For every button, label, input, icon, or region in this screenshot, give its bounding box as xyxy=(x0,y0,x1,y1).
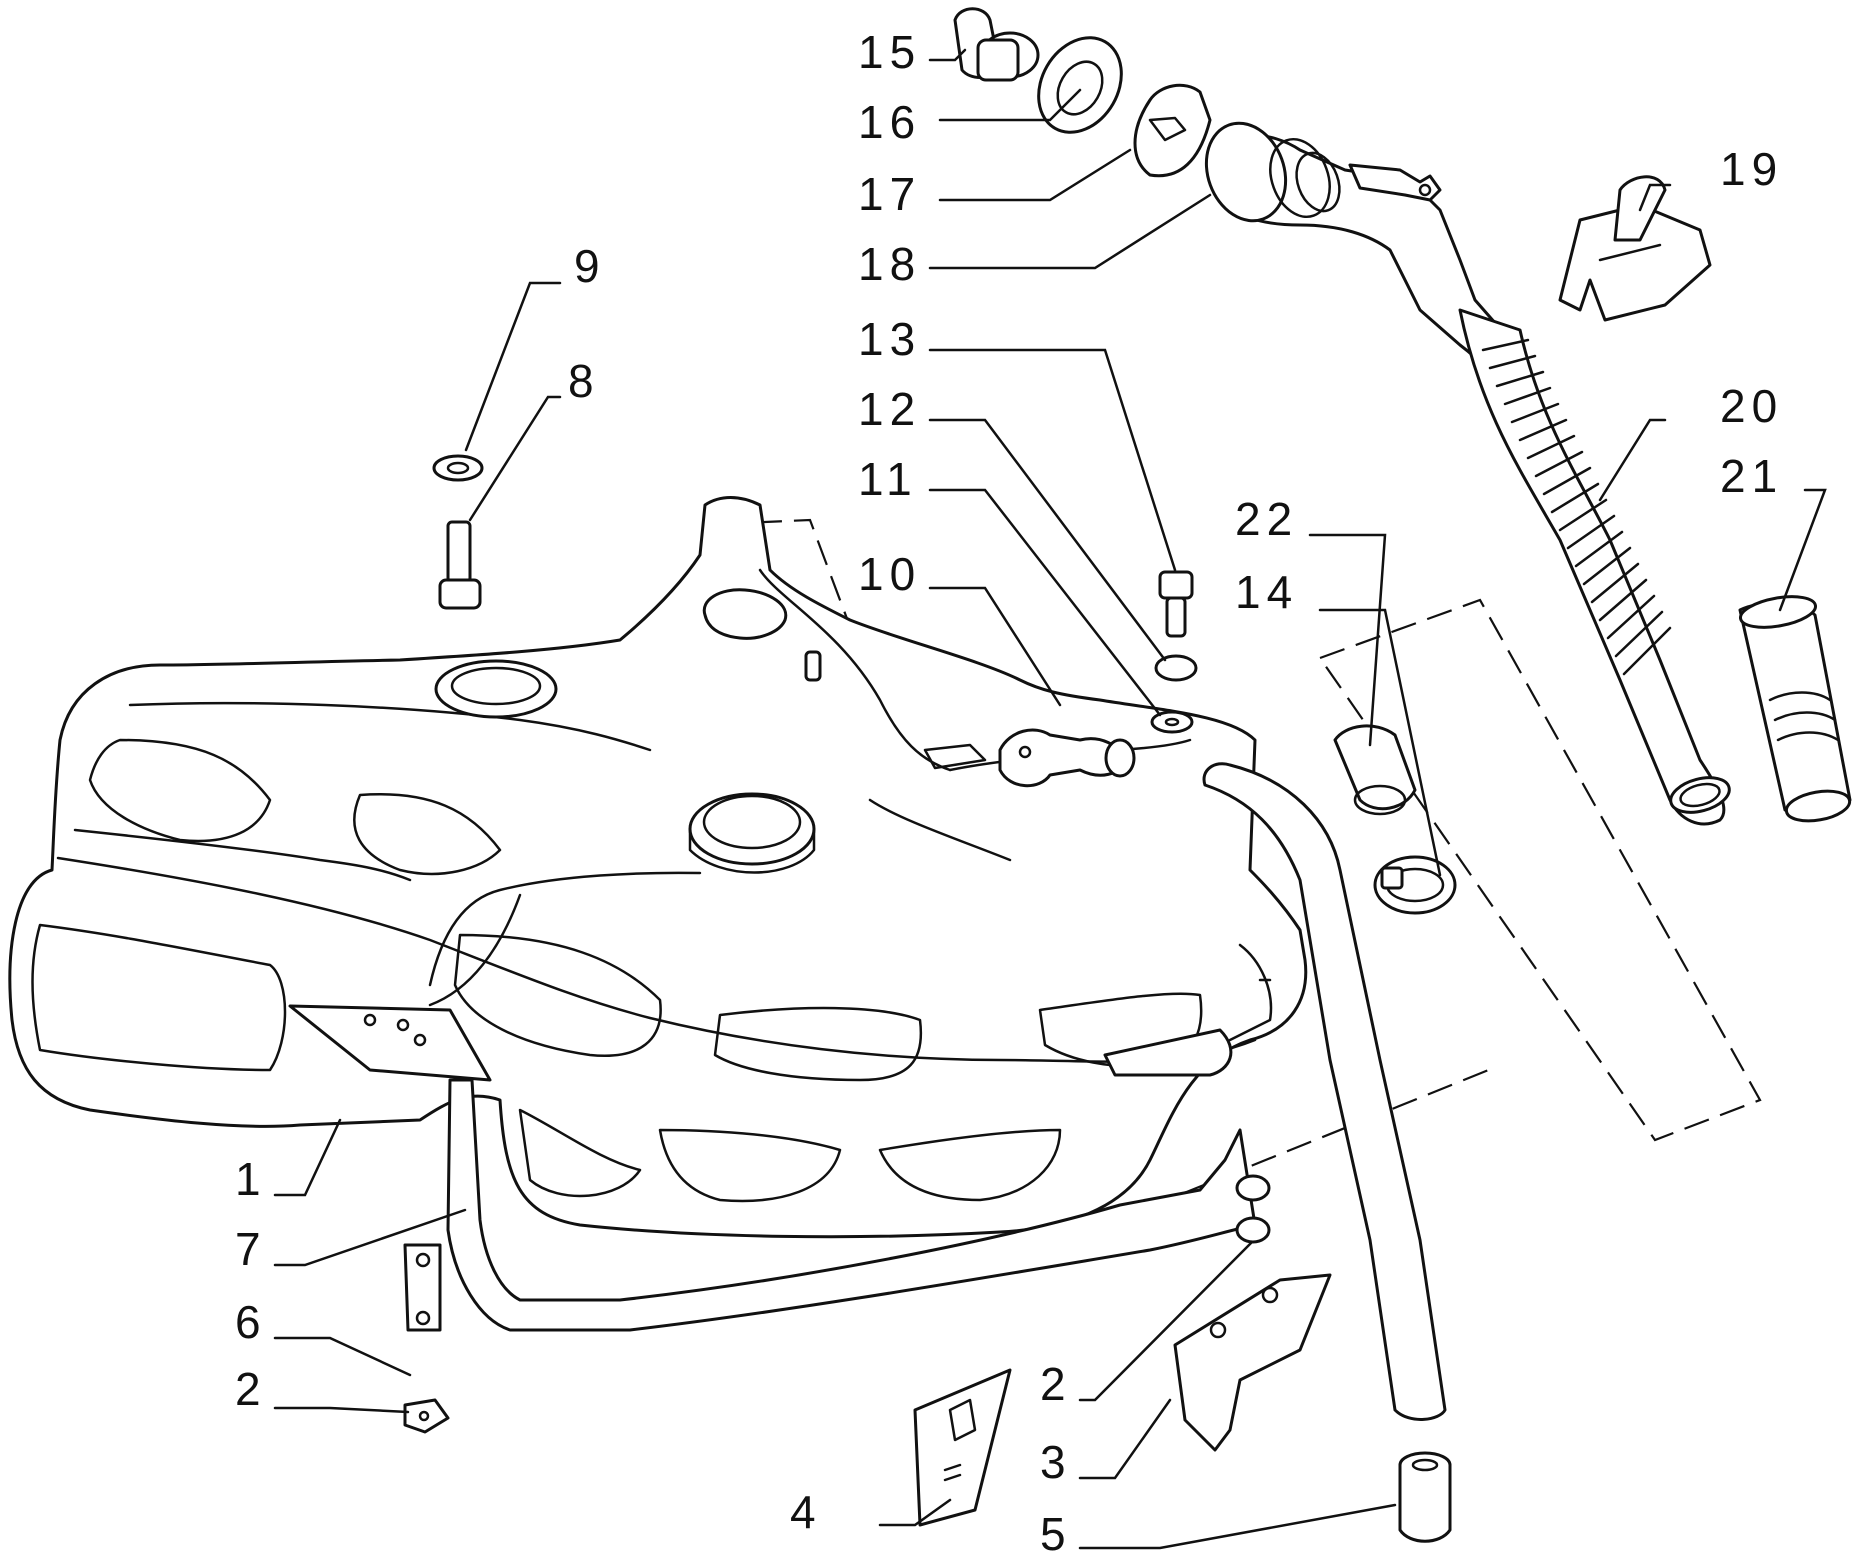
callout-20: 20 xyxy=(1720,380,1783,432)
callout-1: 1 xyxy=(235,1153,267,1205)
bolt-washer-left xyxy=(432,454,484,610)
callout-11: 11 xyxy=(858,453,918,505)
callout-2-right: 2 xyxy=(1040,1358,1072,1410)
callout-16: 16 xyxy=(858,96,921,148)
callout-5: 5 xyxy=(1040,1508,1072,1555)
callout-22: 22 xyxy=(1235,493,1298,545)
leader-lines xyxy=(273,48,1827,1550)
strap-bracket xyxy=(1558,175,1712,322)
callout-10: 10 xyxy=(858,548,921,600)
callout-labels: 15 16 17 18 13 12 11 10 19 20 21 22 14 9… xyxy=(235,26,1783,1555)
small-nut-right xyxy=(1235,1174,1271,1244)
dashed-group-frames xyxy=(717,518,1762,1241)
sender-fitting xyxy=(998,728,1136,788)
short-hose xyxy=(1738,595,1852,823)
small-nut-left xyxy=(403,1398,450,1434)
callout-6: 6 xyxy=(235,1296,267,1348)
tank-strap xyxy=(403,1078,1257,1332)
filler-cap xyxy=(953,7,1040,82)
rubber-bush xyxy=(1398,1451,1452,1543)
fuel-tank xyxy=(8,496,1308,1239)
bolt-washer-top xyxy=(1150,570,1198,734)
callout-15: 15 xyxy=(858,26,921,78)
callout-17: 17 xyxy=(858,168,921,220)
callout-19: 19 xyxy=(1720,143,1783,195)
mounting-plate xyxy=(913,1368,1012,1527)
callout-2-left: 2 xyxy=(235,1363,267,1415)
callout-9: 9 xyxy=(574,240,606,292)
callout-21: 21 xyxy=(1720,450,1783,502)
callout-7: 7 xyxy=(235,1223,267,1275)
callout-3: 3 xyxy=(1040,1436,1072,1488)
heat-shield xyxy=(1173,1273,1332,1452)
callout-14: 14 xyxy=(1235,566,1298,618)
vent-pipe xyxy=(1202,762,1447,1421)
corrugated-hose xyxy=(1458,308,1731,826)
callout-4: 4 xyxy=(790,1486,822,1538)
callout-13: 13 xyxy=(858,313,921,365)
retainer-clip xyxy=(1133,83,1212,178)
hose-clamp xyxy=(1333,724,1457,915)
callout-18: 18 xyxy=(858,238,921,290)
seal-ring xyxy=(1037,36,1123,134)
callout-12: 12 xyxy=(858,383,921,435)
callout-8: 8 xyxy=(568,355,600,407)
